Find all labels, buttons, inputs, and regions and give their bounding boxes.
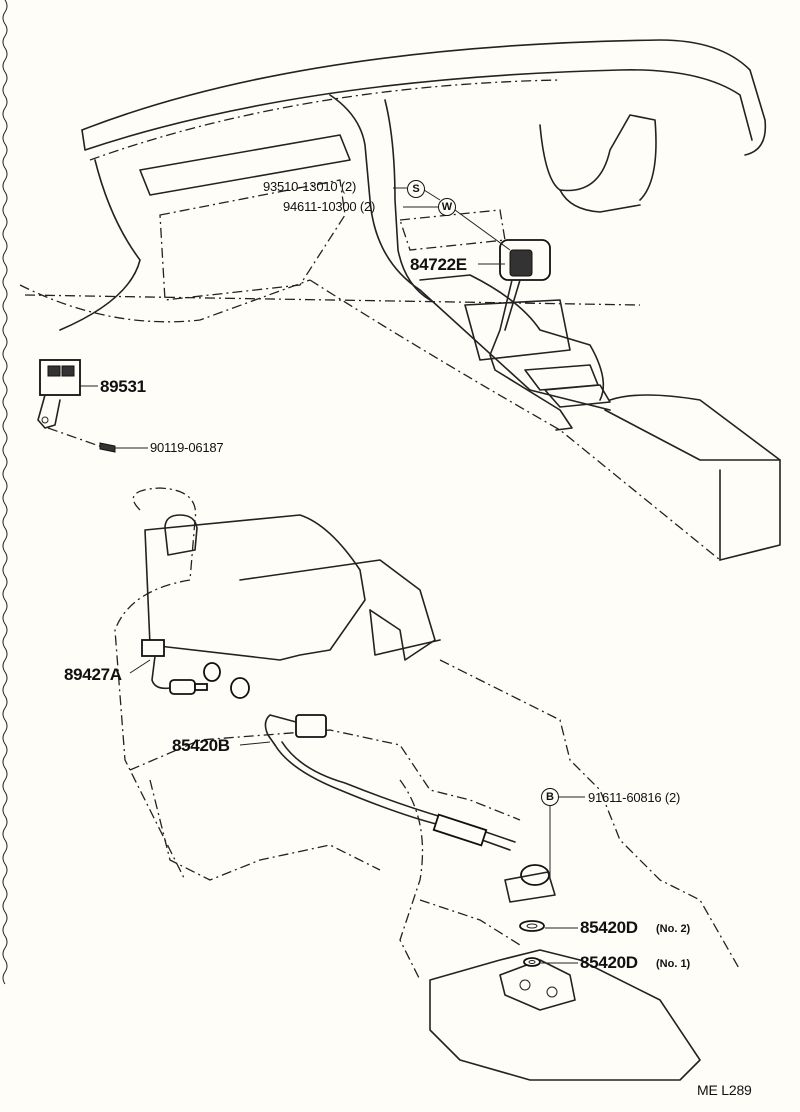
callout-85420b: 85420B <box>172 736 230 755</box>
symbol-b-icon: B <box>541 788 559 806</box>
gaskets-drawing <box>519 920 545 967</box>
callout-85420d-no1: 85420D <box>580 953 638 972</box>
callout-89531: 89531 <box>100 377 146 396</box>
binding-edge <box>2 0 8 985</box>
callout-93510: 93510-13010 (2) <box>263 179 357 194</box>
callout-90119: 90119-06187 <box>150 440 224 455</box>
callout-85420d-no1-note: (No. 1) <box>656 958 691 970</box>
symbol-s-icon: S <box>407 180 425 198</box>
callout-91611: 91611-60816 (2) <box>588 790 681 805</box>
callout-89427a: 89427A <box>64 665 122 684</box>
leader-lines <box>80 187 585 964</box>
relay-89531-drawing <box>37 359 116 453</box>
callout-94611: 94611-10300 (2) <box>283 199 376 214</box>
figure-reference: ME L289 <box>697 1082 752 1098</box>
callout-84722e: 84722E <box>410 255 467 274</box>
engine-block-outline <box>114 487 741 1081</box>
instrument-panel-outline <box>19 39 781 561</box>
symbol-w-icon: W <box>438 198 456 216</box>
callout-85420d-no2-note: (No. 2) <box>656 923 691 935</box>
harness-85420b-drawing <box>264 714 556 903</box>
callout-85420d-no2: 85420D <box>580 918 638 937</box>
switch-89427a-drawing <box>141 639 250 699</box>
sensor-84722e-drawing <box>489 239 573 431</box>
